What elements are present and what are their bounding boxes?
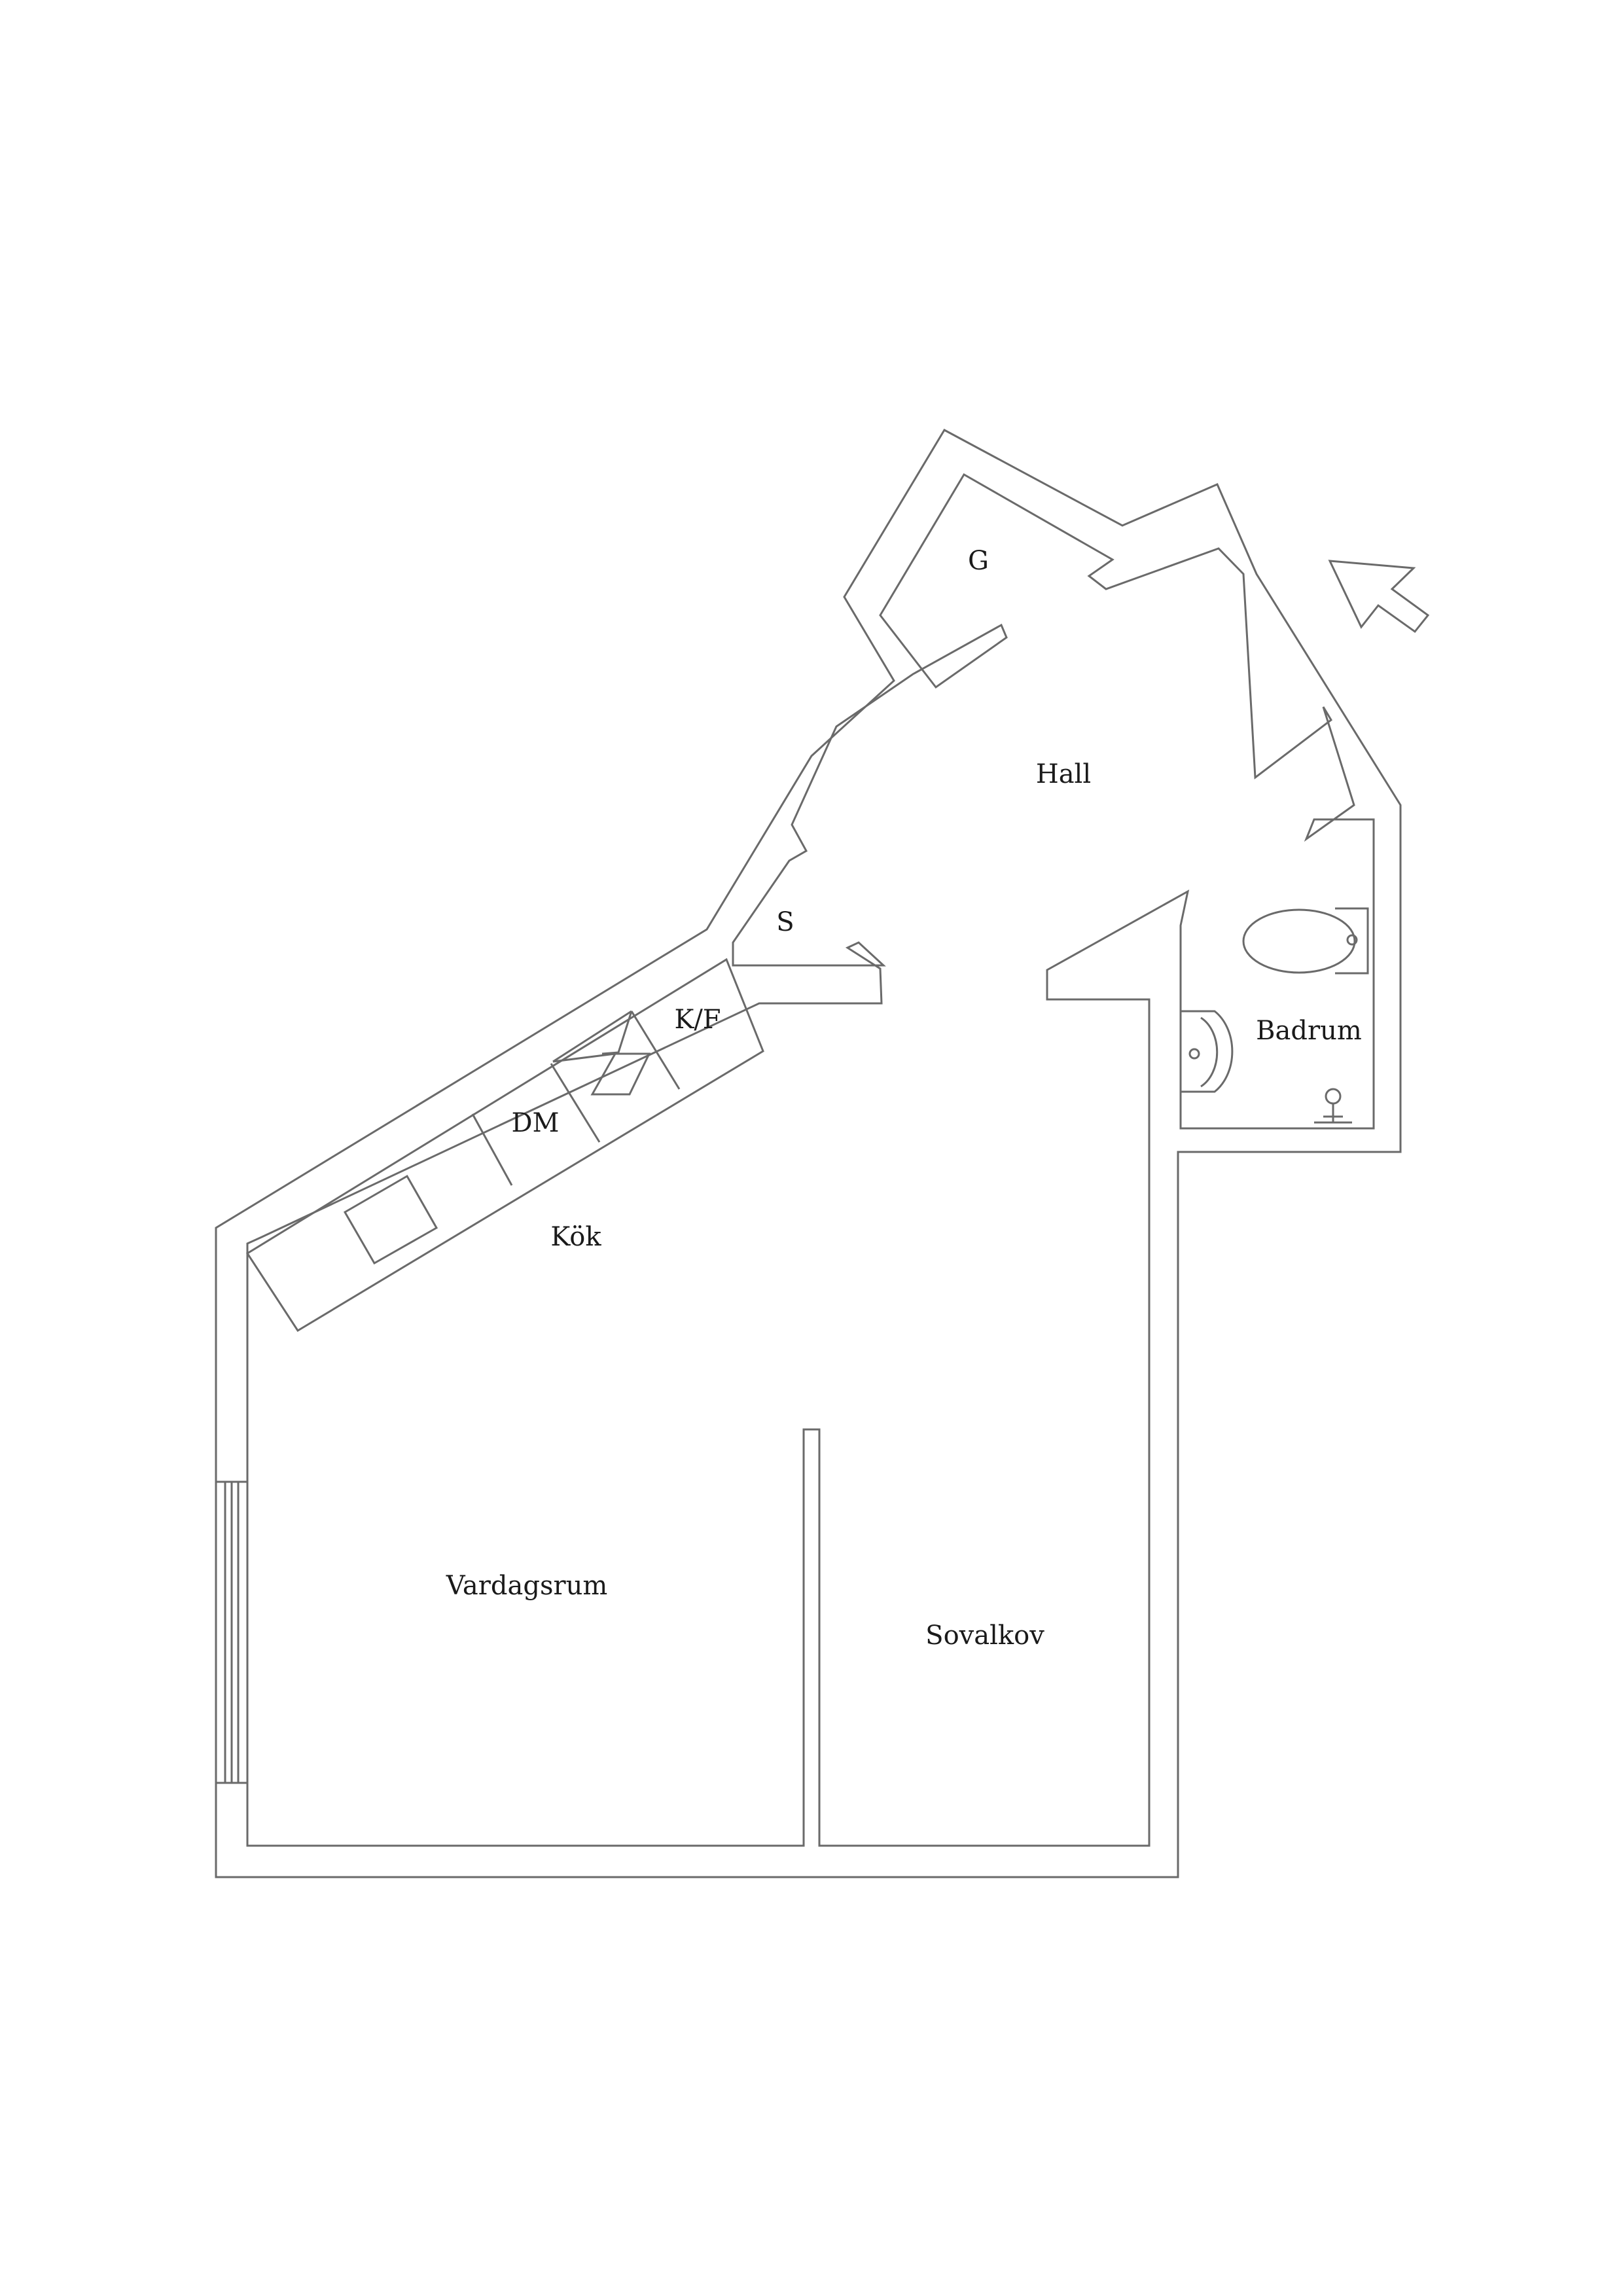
room-label-s: S (776, 907, 794, 937)
room-label-hall: Hall (1036, 759, 1091, 789)
room-label-sovalkov: Sovalkov (925, 1621, 1044, 1651)
room-label-kok: Kök (550, 1222, 601, 1252)
window-left (216, 1480, 247, 1784)
stove-icon (343, 1174, 438, 1265)
room-label-badrum: Badrum (1256, 1016, 1362, 1046)
dishwasher-icon (552, 1011, 651, 1096)
room-label-kf: K/F (674, 1005, 721, 1035)
room-label-g: G (968, 546, 989, 576)
kitchen-counter (245, 958, 764, 1333)
shower-icon (1314, 1088, 1352, 1124)
inner-wall-main (246, 473, 1375, 1847)
entrance-arrow-icon (1328, 560, 1430, 634)
room-label-dm: DM (511, 1108, 559, 1138)
room-label-vardagsrum: Vardagsrum (446, 1571, 608, 1601)
outer-wall (215, 429, 1402, 1878)
toilet-icon (1242, 907, 1369, 975)
sink-icon (1181, 1010, 1234, 1093)
